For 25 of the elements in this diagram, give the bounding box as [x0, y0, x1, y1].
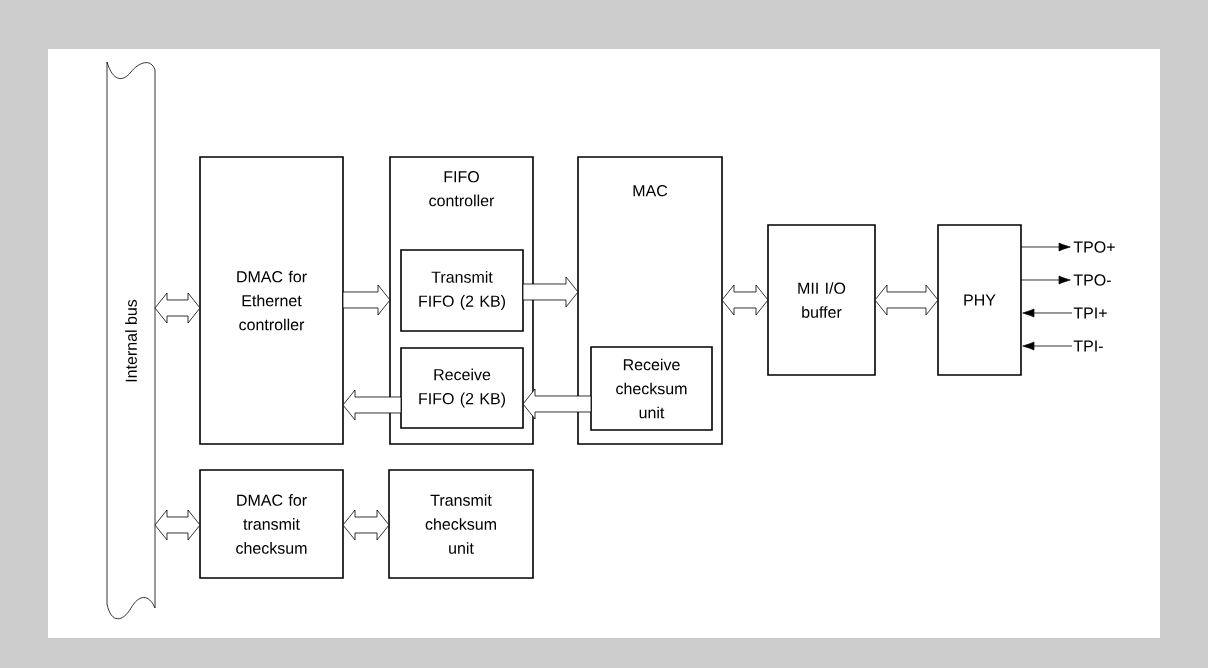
block-box: Transmit FIFO (2 KB): [400, 249, 524, 332]
double-arrow: [721, 284, 769, 316]
hollow-arrow: [342, 389, 402, 421]
signal-label: TPO-: [1073, 274, 1111, 286]
arrow: [1020, 275, 1071, 285]
block-box: DMAC for Ethernet controller: [199, 156, 344, 445]
hollow-arrow: [522, 388, 592, 420]
block-box: PHY: [937, 224, 1022, 376]
block-box: DMAC for transmit checksum: [199, 469, 344, 579]
double-arrow: [154, 292, 201, 324]
hollow-arrow: [342, 284, 391, 316]
signal-label: TPO+: [1073, 241, 1115, 253]
block-box: Receive FIFO (2 KB): [400, 347, 524, 429]
block-box: MII I/O buffer: [767, 224, 876, 376]
arrow: [1022, 341, 1073, 351]
double-arrow: [874, 284, 939, 316]
double-arrow: [154, 509, 201, 541]
signal-label: TPI-: [1073, 340, 1103, 352]
arrow: [1022, 308, 1073, 318]
double-arrow: [342, 509, 390, 541]
signal-label: TPI+: [1073, 307, 1107, 319]
hollow-arrow: [522, 276, 579, 308]
block-box: Transmit checksum unit: [388, 469, 534, 579]
arrow: [1020, 242, 1071, 252]
block-box: Receive checksum unit: [590, 346, 713, 431]
